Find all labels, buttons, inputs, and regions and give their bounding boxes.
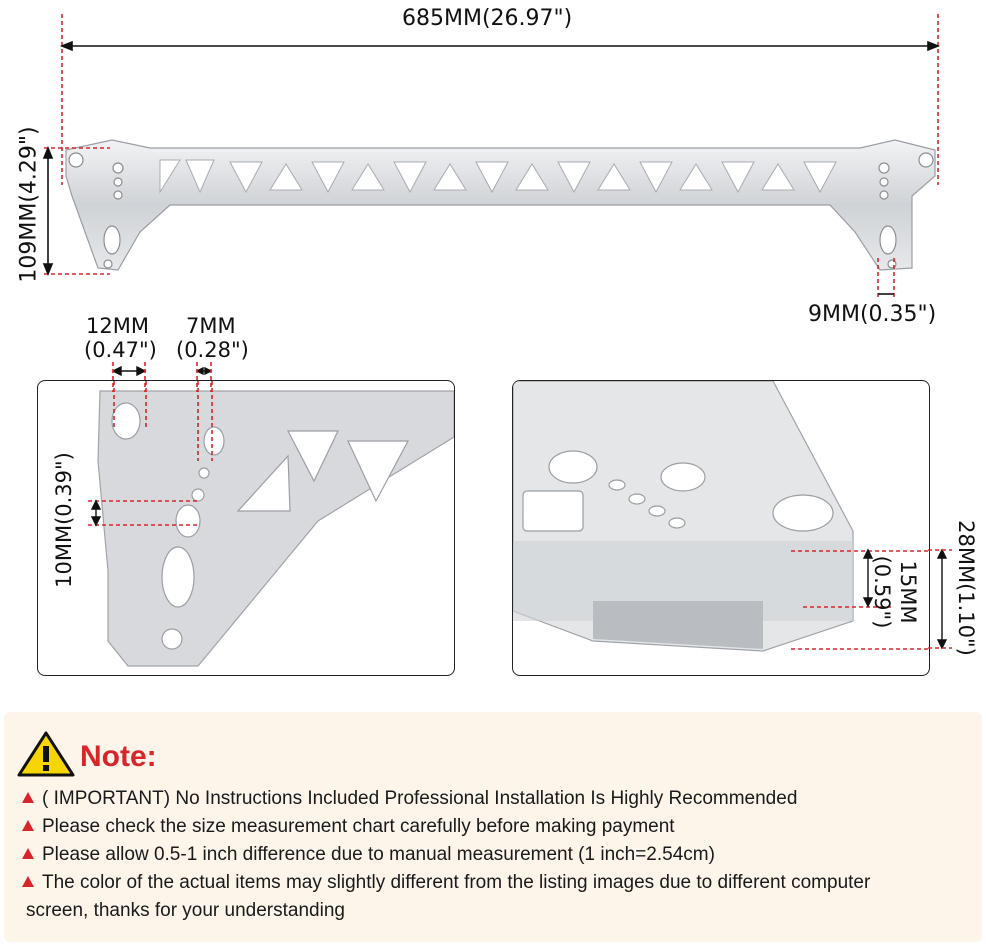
hole-7mm-label: 7MM xyxy=(186,314,236,338)
left-detail-panel xyxy=(37,380,455,676)
right-detail-illustration xyxy=(513,381,929,652)
note-item-size-chart: Please check the size measurement chart … xyxy=(22,816,675,838)
note-item-measurement: Please allow 0.5-1 inch difference due t… xyxy=(22,844,715,866)
warning-triangle-icon xyxy=(17,731,75,777)
length-dimension-label: 685MM(26.97") xyxy=(402,6,573,31)
thickness-15mm-label: 15MM xyxy=(896,560,920,624)
bullet-triangle-icon xyxy=(22,848,34,859)
bullet-triangle-icon xyxy=(22,876,34,887)
left-detail-illustration xyxy=(88,381,454,667)
bullet-triangle-icon xyxy=(22,820,34,831)
thickness-15in-label: (0.59") xyxy=(870,555,894,629)
hole-12mm-label: 12MM xyxy=(86,314,149,338)
bullet-triangle-icon xyxy=(22,792,34,803)
hole-7in-label: (0.28") xyxy=(176,338,249,362)
thickness-28mm-label: 28MM(1.10") xyxy=(954,520,978,656)
note-panel xyxy=(4,712,982,942)
note-item-color: The color of the actual items may slight… xyxy=(22,872,870,894)
small-hole-arrows xyxy=(111,362,213,392)
note-item-important: ( IMPORTANT) No Instructions Included Pr… xyxy=(22,788,797,810)
thickness-arrows xyxy=(862,548,952,650)
slot-width-label: 9MM(0.35") xyxy=(808,302,937,327)
brace-bar-illustration xyxy=(42,14,941,298)
note-title: Note: xyxy=(80,740,157,773)
note-item-color-continued: screen, thanks for your understanding xyxy=(26,900,345,921)
right-detail-panel xyxy=(512,380,930,676)
hole-12in-label: (0.47") xyxy=(84,338,157,362)
